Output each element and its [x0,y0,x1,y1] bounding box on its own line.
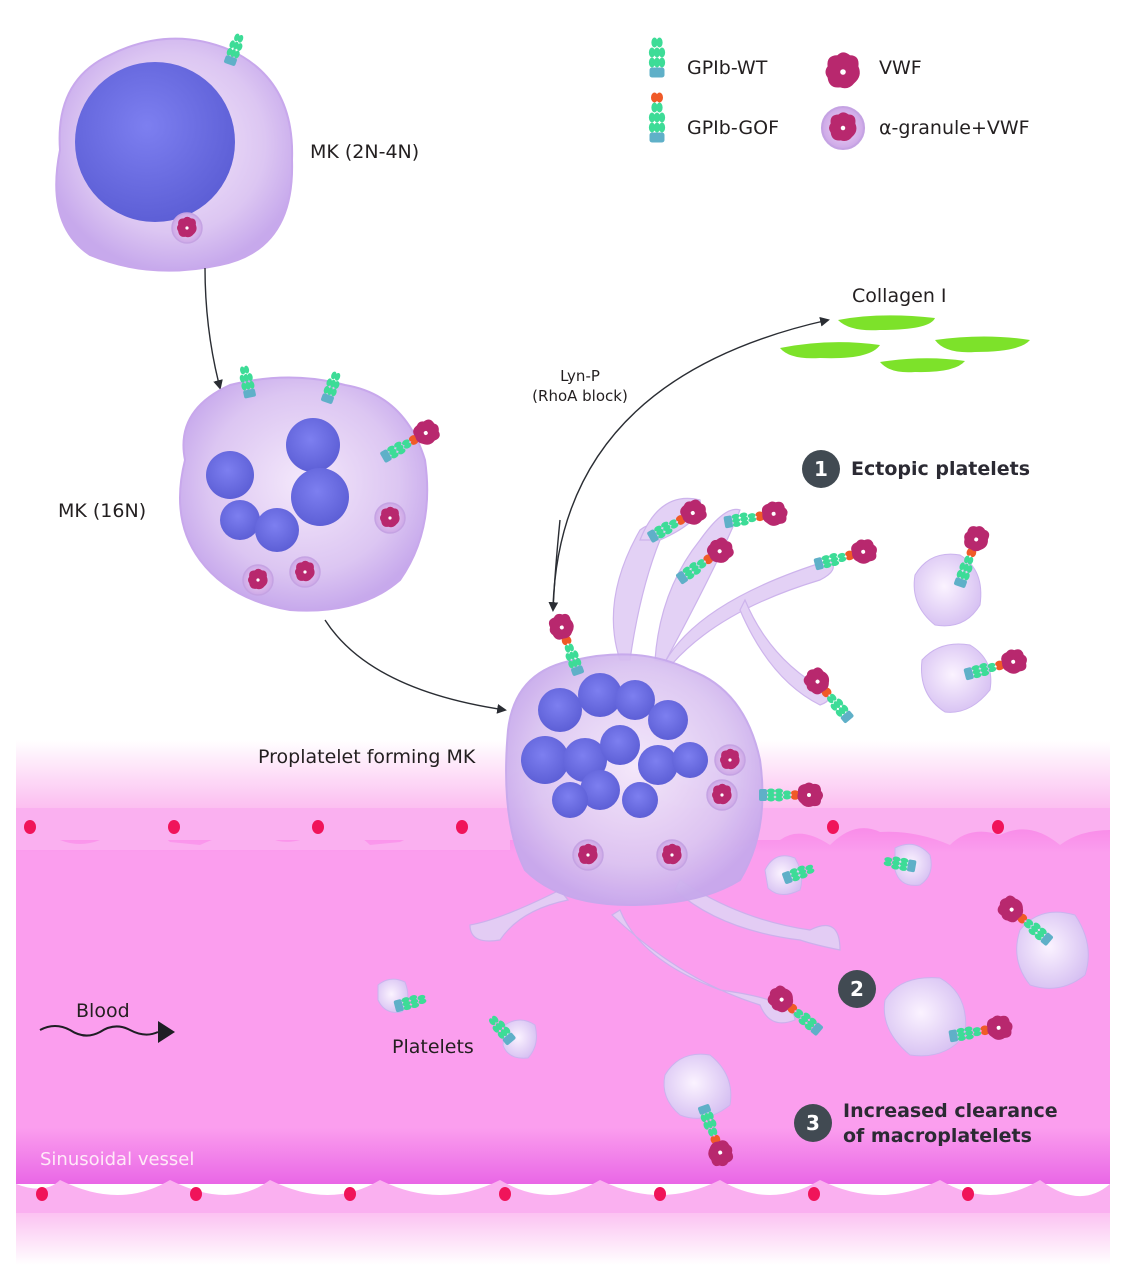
label-lyn-p: Lyn-P [560,367,600,385]
collagen-fibers [780,315,1030,373]
endothelium-bottom [16,1180,1110,1213]
legend-label-vwf: VWF [879,57,922,79]
label-ectopic-platelets: Ectopic platelets [851,458,1031,480]
label-increased-clearance: Increased clearance [843,1100,1058,1122]
gpib-gof-icon [649,93,665,143]
ectopic-platelets [913,522,1030,713]
mk-2n-4n-cell [55,32,294,272]
legend-label-alpha-granule: α-granule+VWF [879,117,1030,139]
legend-label-gpib-wt: GPIb-WT [687,57,768,79]
step-badge-1: 1 [802,450,840,488]
granule-icon [172,213,202,243]
vwf-icon [825,52,860,89]
label-mk-16n: MK (16N) [58,500,147,522]
step-badge-3: 3 [794,1104,832,1142]
circulating-platelets [377,843,1089,1170]
label-mk-2n-4n: MK (2N-4N) [310,141,420,163]
mk-16n-cell [179,364,444,612]
label-collagen: Collagen I [852,285,947,307]
label-rhoa-block: (RhoA block) [532,387,628,405]
arrow-16n-to-proplatelet [324,619,507,714]
label-of-macroplatelets: of macroplatelets [843,1125,1032,1147]
blood-flow-arrow [39,1025,159,1037]
step-badge-2: 2 [838,970,876,1008]
label-proplatelet-mk: Proplatelet forming MK [258,746,476,768]
gpib-wt-icon [648,37,666,78]
arrow-mk-to-16n [204,267,223,390]
alpha-granule-vwf-icon [822,107,864,149]
proplatelet-forming-mk [469,495,880,1041]
label-platelets: Platelets [392,1036,474,1058]
endothelial-nuclei [24,820,1004,1201]
legend-label-gpib-gof: GPIb-GOF [687,117,780,139]
label-sinusoidal-vessel: Sinusoidal vessel [40,1149,195,1170]
arrow-lyn-p [552,316,830,609]
label-blood: Blood [76,1000,130,1022]
